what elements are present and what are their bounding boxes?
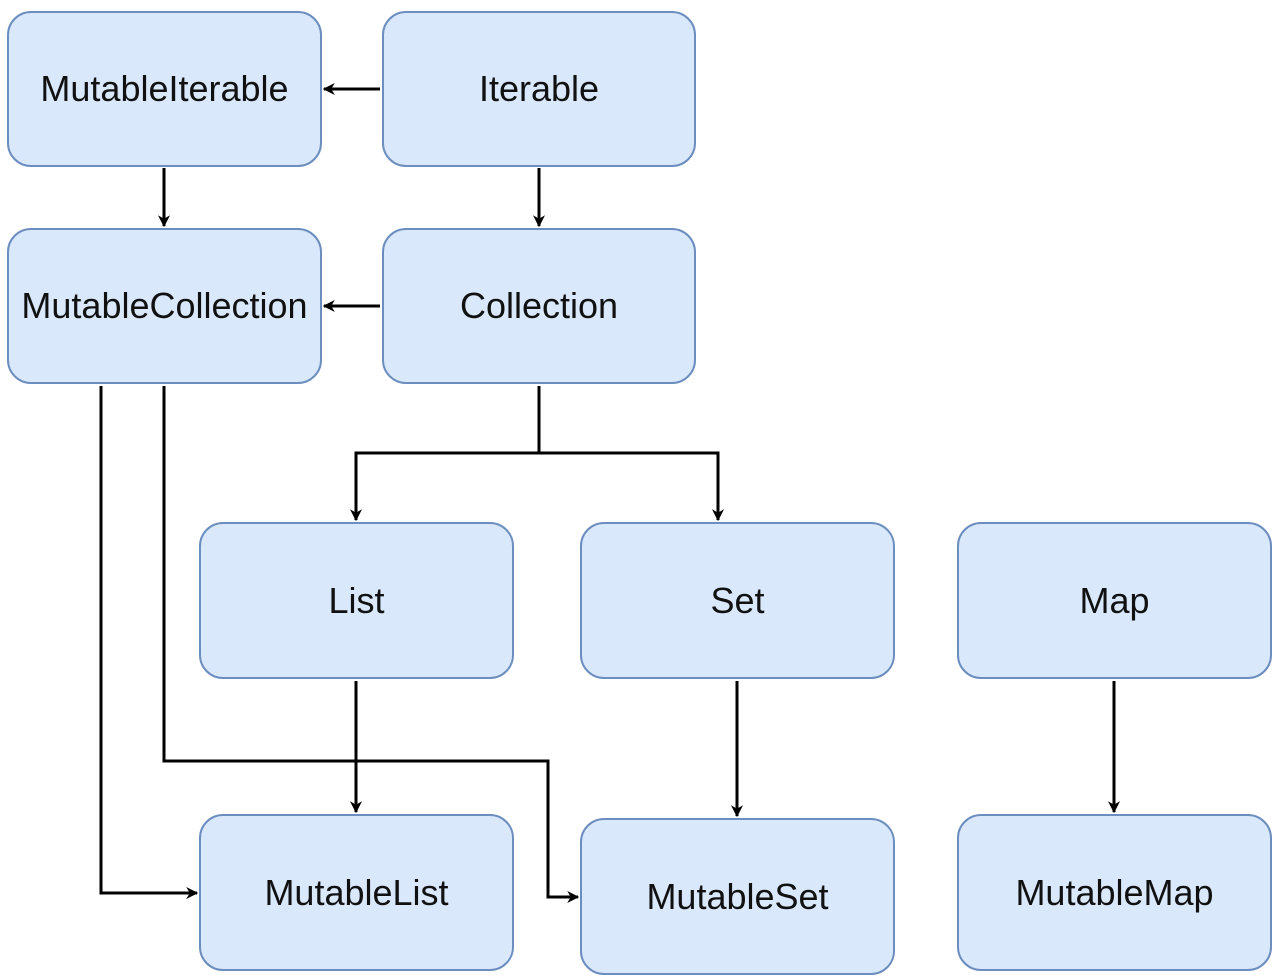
- node-mutable-collection: MutableCollection: [7, 228, 322, 384]
- node-collection: Collection: [382, 228, 696, 384]
- edge-collection-to-set: [539, 451, 724, 522]
- node-mutable-iterable: MutableIterable: [7, 11, 322, 167]
- edge-collection-to-list: [350, 386, 541, 522]
- node-list: List: [199, 522, 514, 679]
- node-set: Set: [580, 522, 895, 679]
- node-mutable-list: MutableList: [199, 814, 514, 971]
- edge-mutable-collection-to-mutable-set: [162, 386, 580, 903]
- node-iterable: Iterable: [382, 11, 696, 167]
- node-map: Map: [957, 522, 1272, 679]
- node-mutable-set: MutableSet: [580, 818, 895, 975]
- node-mutable-map: MutableMap: [957, 814, 1272, 971]
- edge-mutable-collection-to-mutable-list: [99, 386, 199, 899]
